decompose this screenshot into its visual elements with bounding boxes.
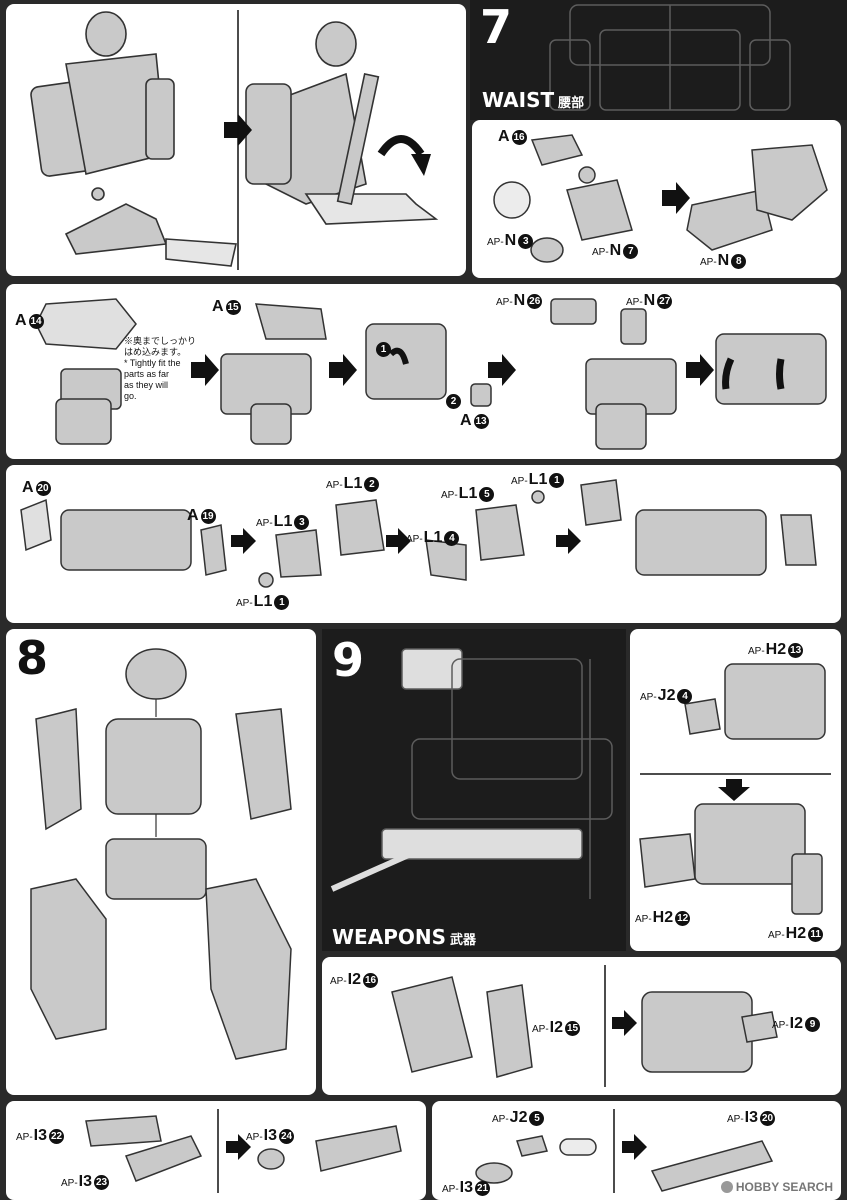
step-number: 8 — [16, 631, 49, 685]
barrel-left-illustration — [85, 1109, 402, 1193]
arrow-right-icon — [386, 528, 411, 554]
title-jp: 腰部 — [558, 96, 585, 111]
chest-assembly-illustration — [30, 10, 439, 270]
arrow-right-icon — [226, 1134, 251, 1160]
step-marker-1: 1 — [374, 340, 391, 358]
arrow-right-icon — [662, 182, 690, 214]
panel-step8-full-assembly: 8 — [6, 629, 316, 1095]
full-body-assembly-illustration — [30, 648, 292, 1060]
assembly-note: ※奥までしっかり はめ込みます。 * Tightly fit the parts… — [124, 336, 197, 401]
hobby-search-logo-icon — [720, 1181, 733, 1193]
arrow-right-icon — [622, 1134, 647, 1160]
arrow-right-icon — [612, 1010, 637, 1036]
waist-bracket-illustration — [493, 134, 828, 263]
weapons-preview-illustration — [330, 648, 613, 899]
waist-preview-illustration — [549, 4, 791, 111]
step-number: 7 — [480, 0, 513, 54]
arrow-right-icon — [191, 354, 219, 386]
waist-side-illustration — [20, 479, 817, 588]
panel-step6-chest — [6, 4, 466, 276]
title-en: WEAPONS — [332, 925, 447, 949]
arrow-right-icon — [686, 354, 714, 386]
step-number: 9 — [332, 633, 365, 687]
step-marker-2: 2 — [444, 392, 461, 410]
title-jp: 武器 — [450, 933, 477, 948]
watermark: HOBBY SEARCH — [720, 1180, 833, 1194]
arrow-right-icon — [231, 528, 256, 554]
arrow-right-icon — [329, 354, 357, 386]
missile-pod-illustration — [639, 663, 831, 915]
waist-armor-illustration — [35, 298, 827, 450]
magazine-illustration — [391, 965, 778, 1087]
title-en: WAIST — [482, 88, 555, 112]
barrel-right-illustration — [475, 1109, 774, 1193]
arrow-down-icon — [718, 779, 750, 801]
arrow-right-icon — [556, 528, 581, 554]
arrow-right-icon — [488, 354, 516, 386]
